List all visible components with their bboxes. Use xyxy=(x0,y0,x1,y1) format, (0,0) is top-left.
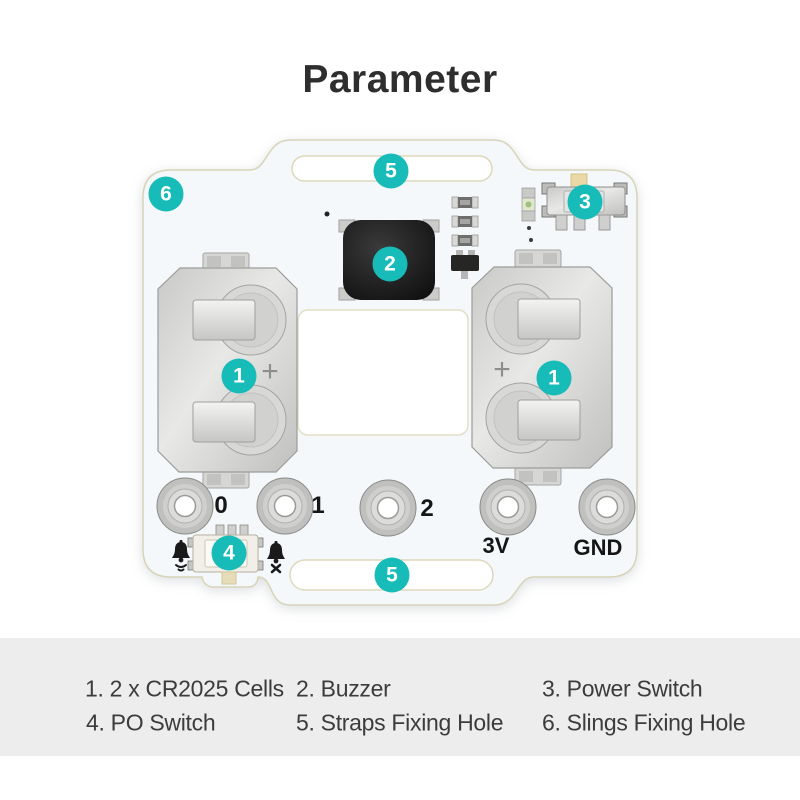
transistor xyxy=(451,250,479,279)
callout-badge-buzzer: 2 xyxy=(372,246,408,282)
status-led xyxy=(521,187,536,242)
callout-badge-sling-hole: 6 xyxy=(148,176,184,212)
resistors xyxy=(451,196,479,247)
callout-badge-power-switch: 3 xyxy=(567,184,603,220)
legend-item-buzzer: 2. Buzzer xyxy=(296,675,391,702)
via-dot xyxy=(324,211,330,217)
ring-pad-0 xyxy=(156,477,214,535)
ring-pad-3v xyxy=(479,478,537,536)
callout-badge-cells-right: 1 xyxy=(536,360,572,396)
legend-item-po-switch: 4. PO Switch xyxy=(86,709,216,736)
legend-item-slings-hole: 6. Slings Fixing Hole xyxy=(542,709,746,736)
callout-badge-strap-bottom: 5 xyxy=(374,557,410,593)
polarity-mark-left: + xyxy=(261,355,279,388)
callout-badge-strap-top: 5 xyxy=(373,153,409,189)
center-cutout xyxy=(297,309,469,436)
pin-label-gnd: GND xyxy=(573,535,623,560)
legend-item-straps-hole: 5. Straps Fixing Hole xyxy=(296,709,504,736)
board-image: + + xyxy=(0,120,800,640)
pin-label-3v: 3V xyxy=(482,533,510,558)
battery-holder-left: + xyxy=(157,252,298,489)
bell-muted-icon xyxy=(267,541,285,574)
legend-panel: 1. 2 x CR2025 Cells 2. Buzzer 3. Power S… xyxy=(0,638,800,756)
pin-label-2: 2 xyxy=(420,495,434,522)
board-graphic: + + xyxy=(142,139,638,606)
callout-badge-po-switch: 4 xyxy=(211,535,247,571)
battery-holder-right: + xyxy=(471,249,613,486)
legend-item-cells: 1. 2 x CR2025 Cells xyxy=(85,675,284,702)
pin-label-0: 0 xyxy=(214,492,228,519)
legend-item-power-switch: 3. Power Switch xyxy=(542,675,703,702)
ring-pad-2 xyxy=(359,479,417,537)
ring-pad-gnd xyxy=(578,478,636,536)
polarity-mark-right: + xyxy=(493,353,511,386)
pin-label-1: 1 xyxy=(311,492,325,519)
ring-pad-1 xyxy=(256,477,314,535)
callout-badge-cells-left: 1 xyxy=(221,358,257,394)
bell-icon xyxy=(172,540,190,572)
page-title: Parameter xyxy=(302,58,498,101)
